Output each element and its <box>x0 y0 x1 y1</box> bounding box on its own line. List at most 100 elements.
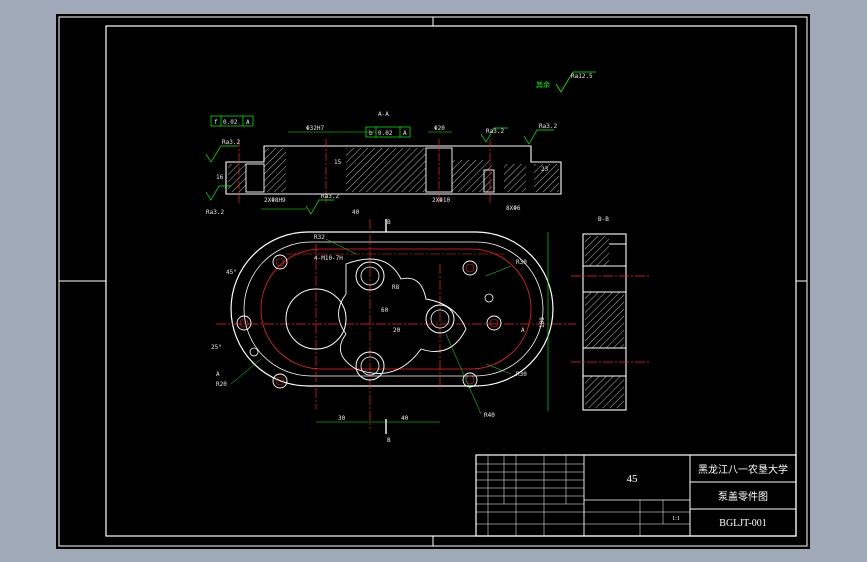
hatch-region-3 <box>346 148 426 192</box>
roughness-mark-2: Ra3.2 <box>480 127 508 143</box>
material-label: 45 <box>627 473 639 485</box>
section-view-aa: A-A Φ32H7 <box>205 111 562 216</box>
dim-pin-holes: 2XΦ8H9 <box>264 197 286 204</box>
leader-r30b <box>485 363 512 375</box>
dim-r30-a: R30 <box>516 259 527 266</box>
svg-text:Ra3.2: Ra3.2 <box>321 193 339 200</box>
plan-view: 100 30 40 20 60 R32 R30 R30 R8 R20 R40 2… <box>211 219 576 444</box>
dim-r32: R32 <box>314 234 325 241</box>
dim-bore-20: Φ20 <box>434 125 445 132</box>
bolt-hole-3 <box>272 373 288 389</box>
section-marker-b-top: B <box>387 219 391 226</box>
dim-height-16: 16 <box>216 174 224 181</box>
bolt-hole-5 <box>486 315 502 331</box>
section-title-bb: B-B <box>598 216 609 223</box>
part-name-label: 泵盖零件图 <box>718 490 768 503</box>
drawing-sheet: 其余 Ra12.5 A-A <box>56 14 810 549</box>
section-marker-a-right: A <box>521 327 525 334</box>
pin-hole-1 <box>249 347 259 357</box>
dim-counterbore: 2XΦ10 <box>432 197 450 204</box>
roughness-general-label: Ra12.5 <box>571 73 593 80</box>
title-block: 45 黑龙江八一农垦大学 泵盖零件图 BGLJT-001 1:1 <box>475 454 797 537</box>
dim-60: 60 <box>381 307 389 314</box>
dim-overall-length: 40 <box>352 209 360 216</box>
svg-text:Ra3.2: Ra3.2 <box>206 209 224 216</box>
dim-bore-32: Φ32H7 <box>306 125 324 132</box>
remain-label: 其余 <box>536 80 550 89</box>
dim-angle-45: 45° <box>226 269 237 276</box>
bolt-hole-6 <box>462 372 478 388</box>
bb-hatch-3 <box>585 376 624 408</box>
dim-bolt-holes: 8XΦ6 <box>506 205 521 212</box>
shaft-hole-top <box>355 261 385 291</box>
dim-30: 30 <box>338 415 346 422</box>
svg-text:Ra3.2: Ra3.2 <box>222 139 240 146</box>
shaft-hole-bottom-inner <box>360 356 380 376</box>
shaft-hole-bottom <box>355 351 385 381</box>
university-label: 黑龙江八一农垦大学 <box>698 463 788 476</box>
plan-outer-contour <box>230 231 554 387</box>
svg-text:Ra3.2: Ra3.2 <box>539 123 557 130</box>
dim-r8: R8 <box>392 284 400 291</box>
section-title-aa: A-A <box>378 111 389 118</box>
roughness-mark-5: Ra3.2 <box>205 185 231 216</box>
bore-small <box>483 169 495 193</box>
tol1-symbol: f <box>214 119 218 126</box>
dim-depth-15: 15 <box>334 159 342 166</box>
dim-r20: R20 <box>216 381 227 388</box>
plan-inner-contour <box>243 241 544 377</box>
tol2-datum: A <box>403 130 407 137</box>
pin-hole-2 <box>484 293 494 303</box>
dim-r30-b: R30 <box>516 371 527 378</box>
drawing-number-label: BGLJT-001 <box>719 518 766 529</box>
leader-r32 <box>325 238 357 255</box>
bore-left <box>245 163 265 193</box>
roughness-mark-4: Ra3.2 <box>305 193 339 215</box>
tol2-symbol: b <box>369 130 373 137</box>
gear-cavity <box>338 258 467 374</box>
bb-hatch-2 <box>585 292 624 348</box>
title-block-frame <box>475 454 797 537</box>
dim-height-100: 100 <box>539 317 546 328</box>
tol1-value: 0.02 <box>223 119 238 126</box>
dim-height-23: 23 <box>541 166 549 173</box>
dim-angle-25: 25° <box>211 344 222 351</box>
tolerance-frame-1: f 0.02 A <box>210 115 254 127</box>
section-marker-a-left: A <box>216 371 220 378</box>
roughness-mark-3: Ra3.2 <box>523 123 557 145</box>
dim-thread: 4-M10-7H <box>314 255 343 262</box>
hatch-region-4 <box>452 160 492 192</box>
bolt-hole-4 <box>462 260 478 276</box>
section-view-bb: B-B <box>571 216 651 411</box>
bb-outline <box>582 233 627 411</box>
dim-r40: R40 <box>484 412 495 419</box>
dim-40: 40 <box>401 415 409 422</box>
tolerance-frame-2: b 0.02 A <box>365 126 411 138</box>
leader-r40 <box>445 333 482 415</box>
general-roughness: 其余 Ra12.5 <box>536 71 596 93</box>
scale-label: 1:1 <box>672 516 680 522</box>
dim-20: 20 <box>393 327 401 334</box>
bolt-hole-1 <box>272 254 288 270</box>
shaft-hole-top-inner <box>360 266 380 286</box>
shaft-hole-right-inner <box>430 309 450 329</box>
leader-r20 <box>230 358 262 385</box>
outer-border <box>58 16 808 547</box>
bb-hatch-1 <box>585 236 609 266</box>
hatch-region-2 <box>264 148 286 192</box>
tol1-datum: A <box>246 119 250 126</box>
hatch-region-1 <box>228 164 246 192</box>
leader-r30a <box>485 265 512 277</box>
section-marker-b-bottom: B <box>387 437 391 444</box>
main-bore <box>285 288 347 350</box>
bolt-hole-2 <box>236 315 252 331</box>
hatch-region-6 <box>534 164 559 192</box>
tol2-value: 0.02 <box>378 130 393 137</box>
svg-text:Ra3.2: Ra3.2 <box>486 128 504 135</box>
shaft-hole-right <box>425 304 455 334</box>
drawing-canvas: 其余 Ra12.5 A-A <box>58 16 808 547</box>
roughness-mark-1: Ra3.2 <box>205 139 240 163</box>
hatch-region-5 <box>504 164 526 192</box>
inner-border <box>105 25 797 537</box>
